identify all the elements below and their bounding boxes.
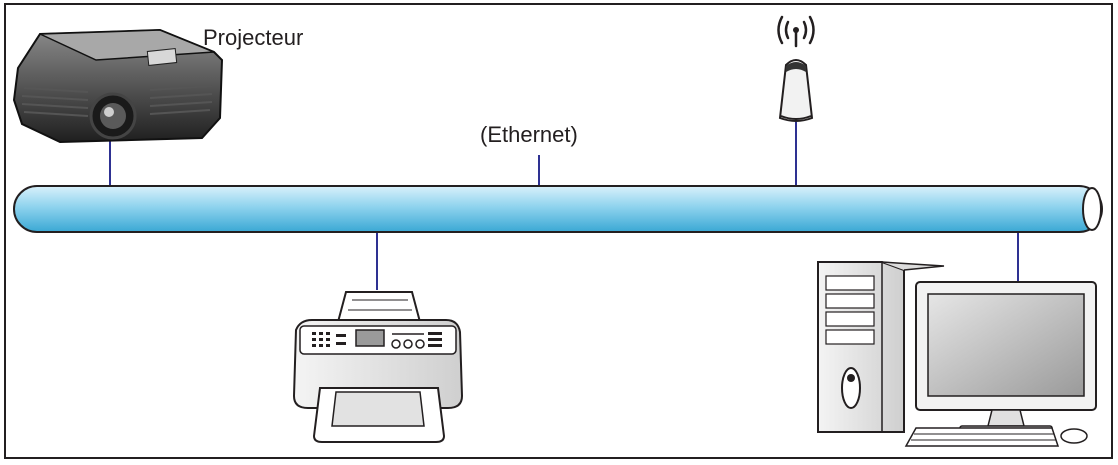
desktop-computer-icon — [817, 261, 1097, 447]
connection-lines — [109, 122, 1019, 290]
printer-icon — [292, 291, 464, 443]
projector-icon — [12, 28, 224, 144]
wifi-signal-icon — [777, 15, 815, 48]
wireless-access-point-icon — [777, 15, 815, 122]
ethernet-cable — [13, 185, 1103, 233]
ethernet-label: (Ethernet) — [480, 122, 578, 147]
projector-label: Projecteur — [203, 25, 304, 50]
